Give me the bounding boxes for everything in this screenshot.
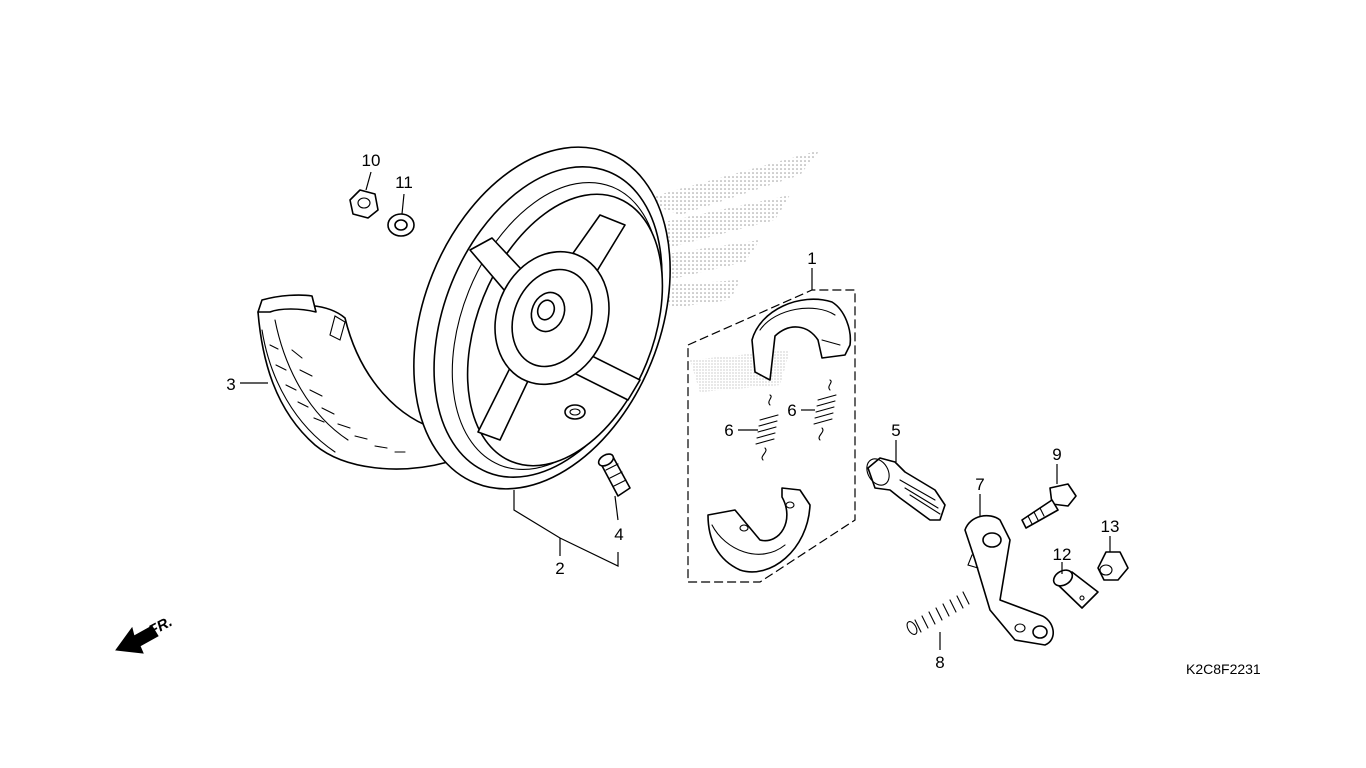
bolt-9: [1021, 483, 1077, 529]
return-spring: [906, 591, 970, 635]
front-direction-arrow-icon: [115, 625, 159, 654]
callout-6b: 6: [787, 401, 796, 420]
callout-9: 9: [1052, 445, 1061, 464]
callout-3: 3: [226, 375, 235, 394]
brake-arm: [964, 514, 1054, 646]
nut-13: [1097, 551, 1129, 581]
washer-11: [387, 213, 415, 237]
brake-shoe-set: [687, 289, 856, 583]
callout-4: 4: [614, 525, 623, 544]
valve-stem: [597, 453, 631, 497]
spring-6b: [813, 379, 837, 441]
callout-5: 5: [891, 421, 900, 440]
callout-10: 10: [362, 151, 381, 170]
callout-1: 1: [807, 249, 816, 268]
nut-10: [349, 189, 379, 219]
callout-8: 8: [935, 653, 944, 672]
diagram-code: K2C8F2231: [1186, 661, 1261, 677]
callout-11: 11: [395, 173, 413, 192]
tire: [257, 294, 449, 470]
brake-cam: [866, 457, 946, 521]
front-direction-indicator: FR.: [115, 613, 175, 654]
callout-12: 12: [1053, 545, 1072, 564]
callout-labels: 1 2 3 4 5 6 6 7 8 9 10 11 12 13: [226, 151, 1119, 672]
rear-wheel: [413, 146, 671, 490]
callout-2: 2: [555, 559, 564, 578]
callout-7: 7: [975, 475, 984, 494]
leader-lines: [240, 171, 1111, 650]
spring-6a: [755, 394, 779, 461]
callout-6a: 6: [724, 421, 733, 440]
callout-13: 13: [1101, 517, 1120, 536]
collar-12: [1052, 569, 1099, 609]
